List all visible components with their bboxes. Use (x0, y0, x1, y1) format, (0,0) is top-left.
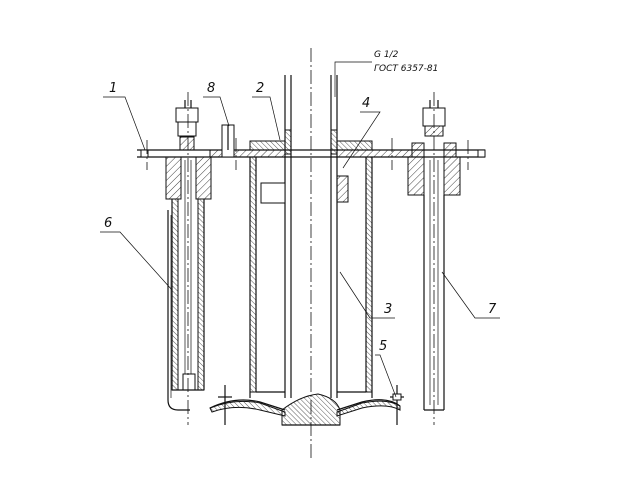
callout-3: 3 (384, 302, 392, 317)
thread-spec-line1: G 1/2 (374, 50, 399, 60)
callout-6: 6 (104, 216, 112, 231)
callout-2: 2 (256, 81, 264, 96)
bottom-seat (209, 385, 404, 426)
callout-5: 5 (379, 339, 387, 354)
callout-7: 7 (488, 302, 497, 317)
right-outer-body (336, 156, 373, 398)
thread-spec-line2: ГОСТ 6357-81 (374, 64, 438, 74)
callout-4: 4 (362, 96, 370, 111)
left-outer-body (249, 156, 286, 398)
central-pipe (284, 75, 338, 398)
callout-8: 8 (207, 81, 215, 96)
left-rod-assembly (165, 100, 235, 411)
flange-ends (140, 92, 486, 425)
callout-1: 1 (109, 81, 117, 96)
leader-lines (100, 61, 500, 398)
callout-labels: 1 8 2 4 6 3 7 5 G 1/2 ГОСТ 6357-81 (104, 50, 497, 354)
top-flange (137, 140, 485, 158)
